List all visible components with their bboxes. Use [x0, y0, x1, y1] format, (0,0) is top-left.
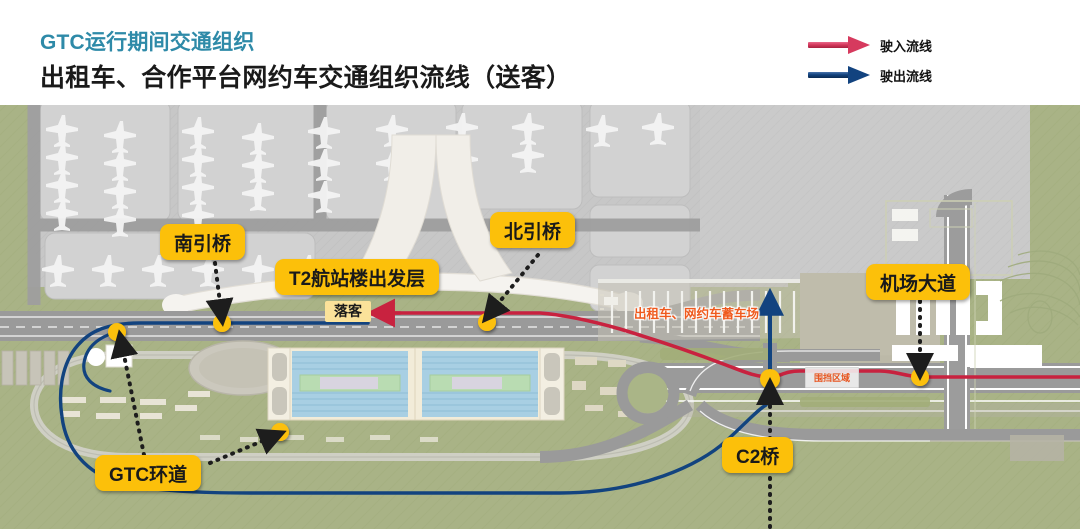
marker-dot-north-bridge — [478, 313, 496, 331]
map-graphic — [0, 105, 1080, 529]
page-title: GTC运行期间交通组织 — [40, 31, 255, 54]
marker-dot-airport-avenue — [911, 368, 929, 386]
callout-north-approach-bridge[interactable]: 北引桥 — [490, 212, 576, 248]
airport-map: 落客 出租车、网约车蓄车场 围挡区域 — [0, 105, 1080, 529]
callout-terminal2-departure-level[interactable]: T2航站楼出发层 — [275, 259, 440, 295]
callout-gtc-ring-road[interactable]: GTC环道 — [95, 455, 202, 491]
right-arrow-icon — [808, 66, 870, 84]
callout-c2-bridge[interactable]: C2桥 — [722, 437, 794, 473]
map-label-enclosed-area: 围挡区域 — [805, 367, 860, 388]
legend-item-outbound: 驶出流线 — [808, 60, 1058, 90]
page-subtitle: 出租车、合作平台网约车交通组织流线（送客） — [40, 64, 572, 92]
callout-south-approach-bridge[interactable]: 南引桥 — [160, 224, 246, 260]
legend-label-outbound: 驶出流线 — [880, 68, 933, 84]
marker-dot-south-bridge — [213, 314, 231, 332]
marker-dot-c2-bridge — [760, 369, 780, 389]
callout-airport-avenue[interactable]: 机场大道 — [866, 264, 971, 300]
marker-dot-gtc-ring-south — [271, 423, 289, 441]
legend-label-inbound: 驶入流线 — [880, 38, 933, 54]
legend: 驶入流线 驶出流线 — [808, 30, 1058, 90]
map-label-taxi-holding-lot: 出租车、网约车蓄车场 — [634, 307, 760, 321]
slide-header: GTC运行期间交通组织 出租车、合作平台网约车交通组织流线（送客） 驶入流线 驶… — [0, 0, 1080, 105]
right-arrow-icon — [808, 36, 870, 54]
map-label-drop-off: 落客 — [325, 301, 371, 322]
legend-item-inbound: 驶入流线 — [808, 30, 1058, 60]
marker-dot-gtc-ring-west — [108, 323, 126, 341]
